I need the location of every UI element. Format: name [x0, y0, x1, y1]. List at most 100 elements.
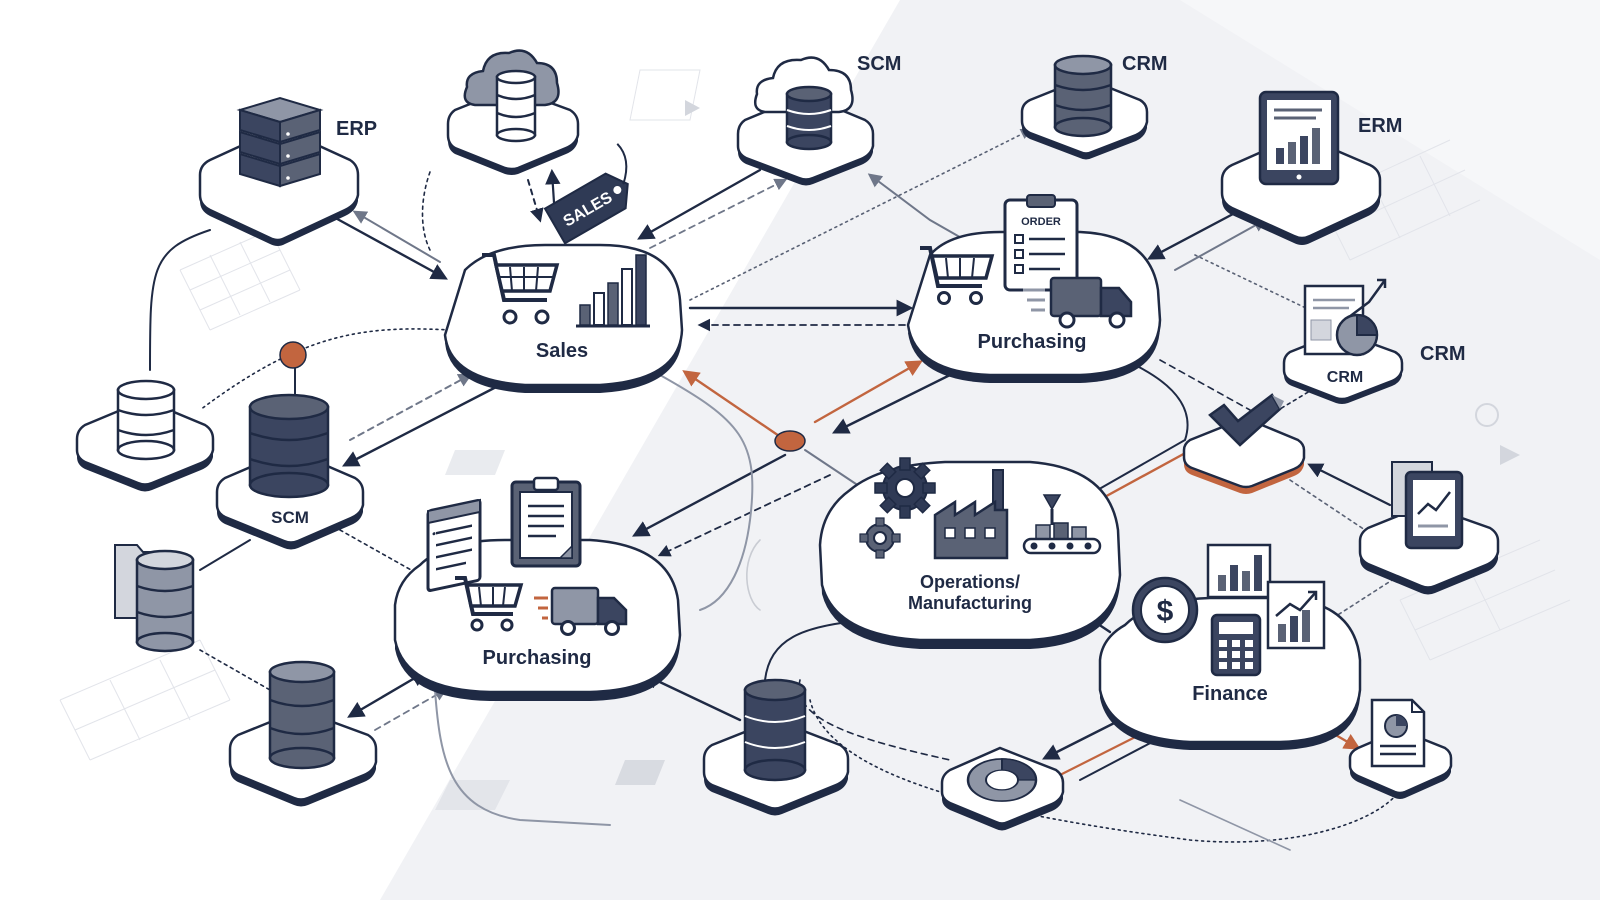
- delivery-truck-icon: [534, 586, 628, 636]
- pie-report-icon: [1370, 698, 1426, 768]
- deco-tile: [445, 450, 505, 475]
- connector: [1174, 218, 1268, 271]
- background-panel: [1180, 0, 1600, 260]
- connector: [434, 689, 611, 826]
- folder-database-icon: [114, 544, 195, 653]
- database-icon: [743, 678, 807, 782]
- node-sales[interactable]: SALES Sales: [443, 143, 684, 393]
- calculator-icon: [1210, 613, 1262, 677]
- document-list-icon: [426, 498, 482, 592]
- node-label: Sales: [536, 340, 588, 362]
- node-label: Finance: [1192, 683, 1268, 705]
- grid-pattern: [629, 69, 701, 121]
- connector: [199, 649, 271, 691]
- connector: [374, 688, 448, 731]
- database-icon: [268, 660, 336, 770]
- node-report[interactable]: [1348, 698, 1453, 799]
- svg-text:$: $: [1157, 595, 1174, 628]
- deco-triangle: [1500, 445, 1520, 465]
- cloud-database-icon: [463, 49, 560, 143]
- connector: [867, 173, 966, 241]
- node-tablet-right[interactable]: [1358, 461, 1500, 595]
- connector: [1079, 364, 1189, 501]
- connector: [632, 453, 787, 537]
- connector: [1329, 574, 1401, 621]
- connector: [199, 539, 251, 571]
- connector: [1159, 359, 1251, 411]
- gear-icon: [859, 517, 901, 559]
- node-purchasing-top[interactable]: ORDER Purchasing: [906, 194, 1162, 383]
- connector: [149, 229, 211, 371]
- node-purchasing-bottom[interactable]: Purchasing: [393, 476, 682, 701]
- node-label: ERM: [1358, 115, 1402, 137]
- node-db-bottom-left[interactable]: [228, 660, 378, 807]
- connector: [682, 370, 787, 442]
- node-scm-left[interactable]: SCM: [215, 393, 365, 550]
- deco-circle: [1475, 403, 1499, 427]
- node-erm[interactable]: ERM: [1220, 90, 1402, 245]
- shopping-cart-icon: [482, 253, 560, 325]
- connector: [657, 474, 831, 557]
- connector: [637, 168, 762, 240]
- checkmark-icon: [1208, 393, 1284, 447]
- node-label: CRM: [1122, 53, 1168, 75]
- node-operations-manufacturing[interactable]: Operations/ Manufacturing: [818, 457, 1122, 649]
- connector: [527, 179, 544, 223]
- connector: [328, 213, 448, 280]
- connector: [649, 178, 788, 249]
- database-icon: [116, 379, 176, 461]
- server-rack-icon: [236, 96, 324, 188]
- donut-chart-icon: [966, 758, 1038, 802]
- sales-tag-icon: SALES: [543, 143, 629, 245]
- report-pie-icon: [1303, 278, 1387, 357]
- hub-junction: [774, 430, 806, 452]
- node-cloud-db[interactable]: [446, 49, 580, 175]
- node-erp[interactable]: ERP: [198, 96, 377, 246]
- node-crm-top[interactable]: CRM: [1020, 53, 1168, 160]
- connector: [659, 374, 754, 611]
- node-folder-db: [114, 544, 195, 653]
- connector: [1087, 443, 1202, 507]
- node-label: SCM: [271, 508, 309, 527]
- factory-icon: [933, 469, 1009, 560]
- node-finance[interactable]: $ Finance: [1098, 543, 1362, 750]
- order-clipboard-icon: ORDER: [1003, 194, 1079, 292]
- node-label: SCM: [857, 53, 901, 75]
- connector: [339, 529, 421, 576]
- database-icon: [248, 393, 330, 499]
- deco-tile: [615, 760, 665, 785]
- tablet-trend-icon: [1391, 461, 1464, 550]
- node-db-bottom-mid[interactable]: [702, 678, 850, 816]
- shopping-cart-icon: [455, 576, 524, 632]
- connector: [746, 539, 761, 611]
- bar-chart-icon: [1206, 543, 1272, 599]
- node-scm-top[interactable]: SCM: [736, 53, 901, 186]
- dollar-coin-icon: $: [1131, 576, 1199, 644]
- trend-chart-icon: [1266, 580, 1326, 650]
- node-donut[interactable]: [940, 746, 1065, 831]
- deco-tile: [435, 780, 510, 810]
- connector: [641, 673, 742, 722]
- cloud-database-icon: [754, 56, 854, 151]
- connector: [1307, 463, 1392, 507]
- connector: [352, 210, 441, 263]
- delivery-truck-icon: [1023, 276, 1133, 329]
- node-crm-right[interactable]: CRM CRM: [1282, 278, 1466, 404]
- node-label: Purchasing: [483, 647, 592, 669]
- junction-pin: [279, 341, 307, 369]
- connector: [342, 383, 502, 467]
- bar-chart-icon: [576, 254, 650, 328]
- gear-icon: [874, 457, 936, 519]
- connector: [199, 328, 451, 411]
- node-db-left[interactable]: [75, 379, 215, 492]
- clipboard-icon: [510, 476, 582, 568]
- node-label: Purchasing: [978, 331, 1087, 353]
- node-checkmark[interactable]: [1182, 393, 1306, 494]
- node-label-line2: Manufacturing: [908, 593, 1032, 613]
- shopping-cart-icon: [920, 246, 995, 305]
- deco-triangle: [685, 100, 700, 116]
- connector: [347, 670, 428, 718]
- node-label: CRM: [1420, 343, 1466, 365]
